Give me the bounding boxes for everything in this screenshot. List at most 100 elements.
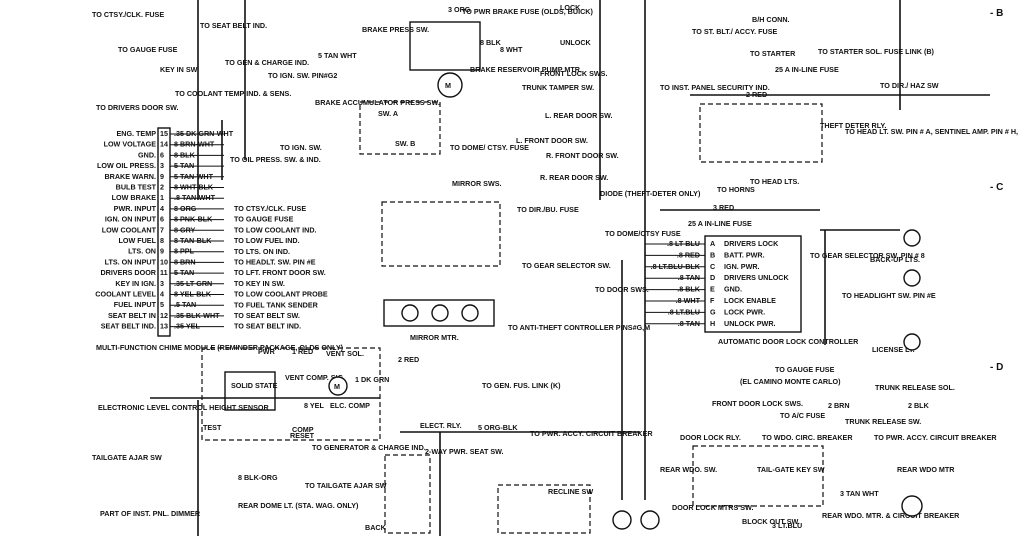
chime-connector	[157, 127, 171, 337]
chime-destination: TO SEAT BELT IND.	[234, 322, 301, 331]
controller-pin-label: DRIVERS LOCK	[724, 239, 779, 248]
mirror-mtr-label: MIRROR MTR.	[410, 333, 459, 342]
r-front-door: R. FRONT DOOR SW.	[546, 151, 619, 160]
theft-relay: THEFT DETER RLY.	[820, 121, 886, 130]
chime-destination: TO LFT. FRONT DOOR SW.	[234, 268, 326, 277]
top-brake-pump: BRAKE RESERVOIR PUMP MTR.	[470, 65, 582, 74]
blk-org-8: 8 BLK-ORG	[238, 473, 278, 482]
chime-pin-number: 9	[160, 247, 164, 256]
st-blt: TO ST. BLT./ ACCY. FUSE	[692, 27, 778, 36]
mirror-motor-box	[383, 299, 495, 327]
gear-selector: TO GEAR SELECTOR SW. PIN # 8	[810, 251, 925, 260]
chime-pin-number: 3	[160, 279, 164, 288]
recline-switch-box	[497, 484, 591, 534]
chime-destination: TO SEAT BELT SW.	[234, 311, 300, 320]
top-wht-8: 8 WHT	[500, 45, 523, 54]
brn-2: 2 BRN	[828, 401, 850, 410]
dir-haz: TO DIR./ HAZ SW	[880, 81, 939, 90]
rear-dome: REAR DOME LT. (STA. WAG. ONLY)	[238, 501, 359, 510]
backup-lamp-2-icon	[903, 269, 921, 287]
front-door-lock: FRONT DOOR LOCK SWS.	[712, 399, 803, 408]
dome-ctsy: TO DOME/CTSY FUSE	[605, 229, 681, 238]
red-3: 3 RED	[713, 203, 734, 212]
door-lock-motor-2-icon	[640, 510, 660, 530]
top-ign-pin: TO IGN. SW. PIN#G2	[268, 71, 337, 80]
chime-pin-label: IGN. ON INPUT	[105, 215, 157, 224]
starter: TO STARTER	[750, 49, 796, 58]
org-5: 5 ORG-BLK	[478, 423, 518, 432]
inline-fuse-top: 25 A IN-LINE FUSE	[775, 65, 839, 74]
chime-pin-number: 12	[160, 311, 168, 320]
chime-pin-label: LTS. ON	[128, 247, 156, 256]
bottom-pwr-accy: TO PWR. ACCY. CIRCUIT BREAKER	[530, 429, 653, 438]
solid-state: SOLID STATE	[231, 381, 278, 390]
rear-wdo-breaker: REAR WDO. MTR. & CIRCUIT BREAKER	[822, 511, 960, 520]
chime-destination: TO CTSY./CLK. FUSE	[234, 204, 306, 213]
switch-a-b-box	[359, 101, 441, 155]
blk-2: 2 BLK	[908, 401, 930, 410]
door-lock-motor-1-icon	[612, 510, 632, 530]
l-front-door: L. FRONT DOOR SW.	[516, 136, 588, 145]
right-gauge-fuse: TO GAUGE FUSE	[775, 365, 835, 374]
controller-pin-letter: B	[710, 250, 715, 259]
lt-blu-3: 3 LT.BLU	[772, 521, 802, 530]
chime-pin-number: 15	[160, 129, 168, 138]
yel-8: 8 YEL	[304, 401, 324, 410]
chime-pin-label: LOW COOLANT	[102, 225, 157, 234]
top-seat-belt: TO SEAT BELT IND.	[200, 21, 267, 30]
controller-pin-letter: H	[710, 319, 715, 328]
comp-motor-m: M	[334, 382, 340, 391]
brake-relay-box	[409, 21, 481, 71]
bh-conn: B/H CONN.	[752, 15, 790, 24]
mirror-motor-2-icon	[431, 304, 449, 322]
mirror-motor-3-icon	[461, 304, 479, 322]
top-tan-wht: 5 TAN WHT	[318, 51, 357, 60]
controller-pin-label: GND.	[724, 285, 742, 294]
back-label: BACK	[365, 523, 387, 532]
controller-pin-label: UNLOCK PWR.	[724, 319, 776, 328]
controller-pin-label: DRIVERS UNLOCK	[724, 273, 790, 282]
trunk-release: TRUNK RELEASE SOL.	[875, 383, 955, 392]
top-gauge-fuse: TO GAUGE FUSE	[118, 45, 178, 54]
controller-pin-label: BATT. PWR.	[724, 250, 765, 259]
brake-pump-m: M	[445, 81, 451, 90]
inline-fuse-bottom: 25 A IN-LINE FUSE	[688, 219, 752, 228]
chime-pin-label: GND.	[138, 150, 156, 159]
chime-pin-number: 14	[160, 140, 168, 149]
edge-mark-d: - D	[990, 362, 1003, 373]
right-pwr-accy: TO PWR. ACCY. CIRCUIT BREAKER	[874, 433, 997, 442]
dk-grn-1: 1 DK GRN	[355, 375, 389, 384]
el-camino: (EL CAMINO MONTE CARLO)	[740, 377, 841, 386]
rear-wdo-sw: REAR WDO. SW.	[660, 465, 717, 474]
door-lock-rly: DOOR LOCK RLY.	[680, 433, 741, 442]
top-blk-8: 8 BLK	[480, 38, 502, 47]
brake-pump-motor-icon	[437, 72, 463, 98]
horns: TO HORNS	[717, 185, 755, 194]
r-rear-door: R. REAR DOOR SW.	[540, 173, 608, 182]
controller-title: AUTOMATIC DOOR LOCK CONTROLLER	[718, 337, 859, 346]
chime-pin-label: SEAT BELT IN	[108, 311, 156, 320]
block-out: BLOCK OUT SW.	[742, 517, 800, 526]
edge-mark-c: - C	[990, 182, 1003, 193]
front-lock-sws: FRONT LOCK SWS.	[540, 69, 607, 78]
top-drivers-door: TO DRIVERS DOOR SW.	[96, 103, 179, 112]
tailgate-ajar-to: TO TAILGATE AJAR SW	[305, 481, 387, 490]
chime-pin-number: 3	[160, 161, 164, 170]
red-1: 1 RED	[292, 347, 313, 356]
wdo-circ: TO WDO. CIRC. BREAKER	[762, 433, 853, 442]
elc-comp: ELC. COMP	[330, 401, 370, 410]
controller-pin-letter: C	[710, 262, 715, 271]
sw-a-label: SW. A	[378, 109, 398, 118]
gen-charge: TO GENERATOR & CHARGE IND.	[312, 443, 426, 452]
comp-motor-icon	[328, 376, 348, 396]
trunk-release-sw: TRUNK RELEASE SW.	[845, 417, 921, 426]
chime-destination: TO LOW FUEL IND.	[234, 236, 300, 245]
part-of: PART OF INST. PNL. DIMMER	[100, 509, 201, 518]
chime-pin-label: DRIVERS DOOR	[100, 268, 156, 277]
mirror-motor-1-icon	[401, 304, 419, 322]
top-coolant-temp: TO COOLANT TEMP IND. & SENS.	[175, 89, 291, 98]
controller-pin-letter: A	[710, 239, 715, 248]
pwr-label: PWR	[258, 347, 276, 356]
tailgate-switch-box	[692, 445, 824, 507]
